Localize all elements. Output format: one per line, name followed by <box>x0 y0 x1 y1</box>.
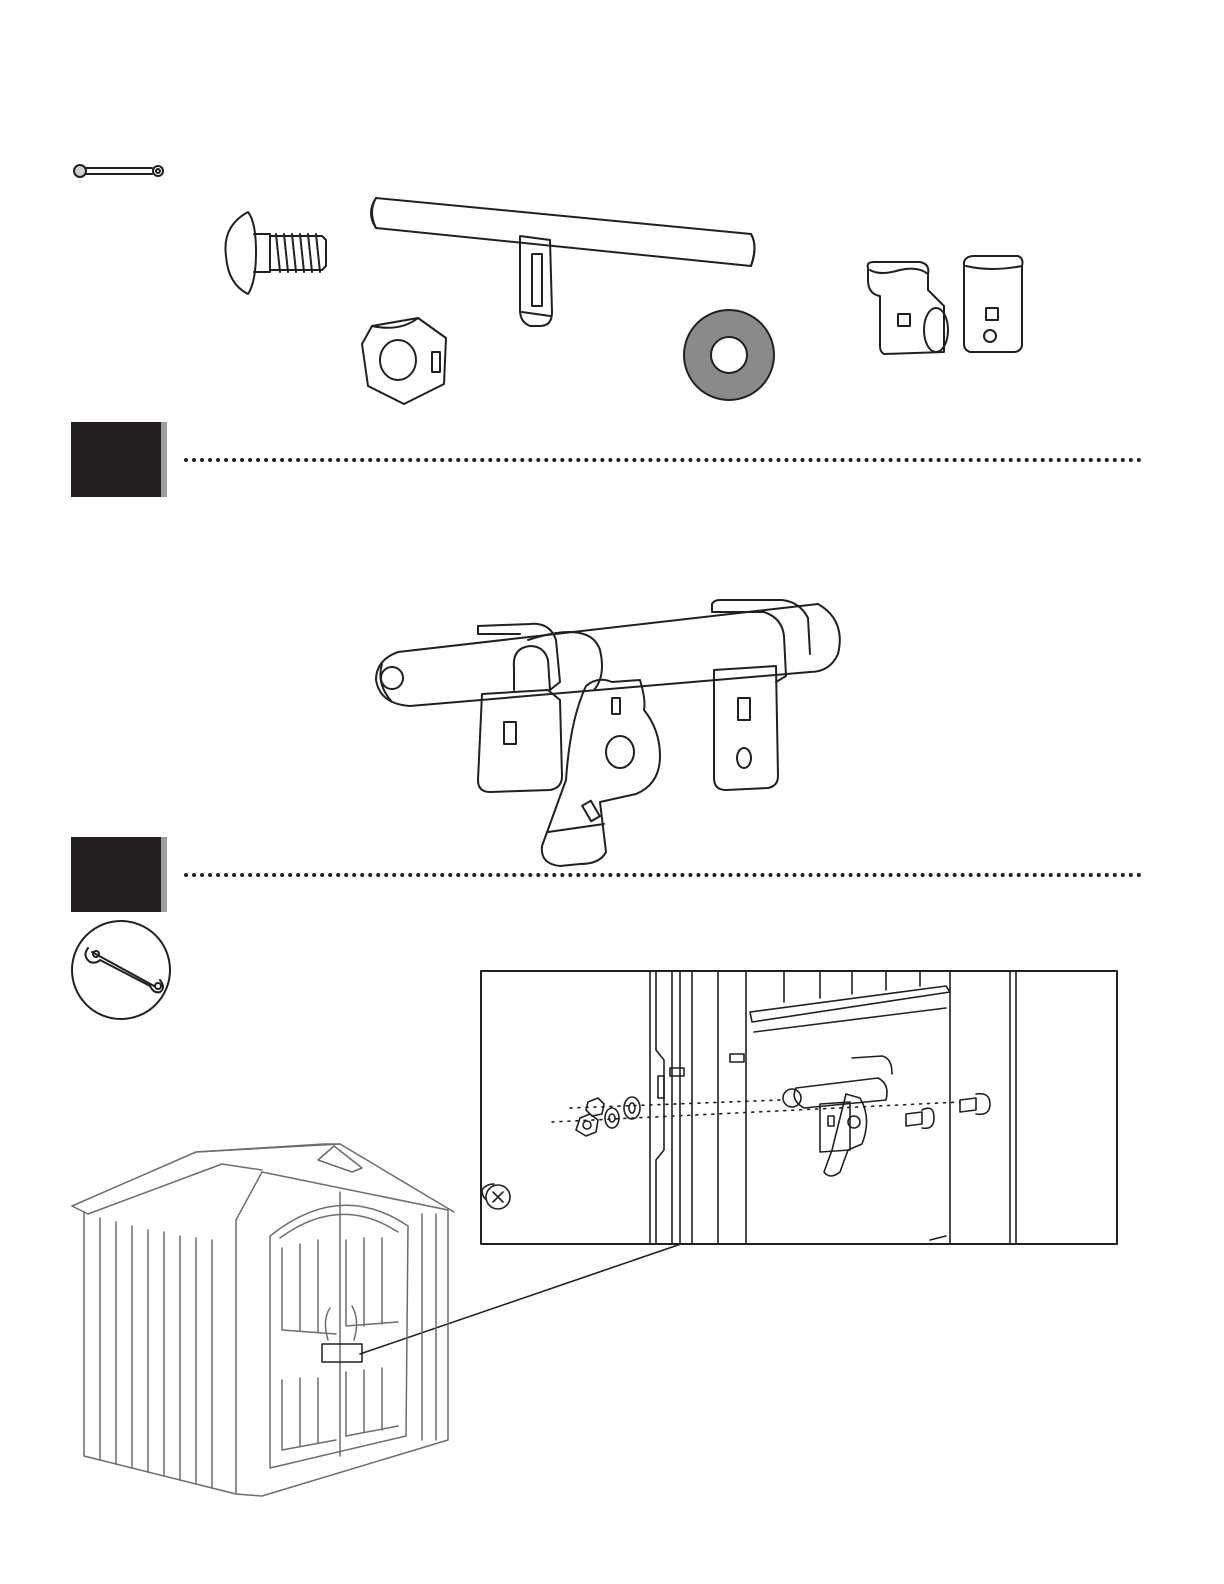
shed-illustration-icon <box>72 1144 454 1496</box>
hex-nut-icon <box>362 318 446 404</box>
latch-bracket-icon <box>868 256 1023 354</box>
door-frame-detail <box>482 971 1016 1244</box>
latch-install-detail <box>552 1056 990 1176</box>
assembled-latch-illustration <box>376 600 840 866</box>
wrench-tool-circle-icon <box>72 921 170 1019</box>
carriage-bolt-icon <box>225 212 326 294</box>
wrench-icon <box>74 165 163 177</box>
washer-icon <box>684 310 774 400</box>
latch-bar-icon <box>371 198 755 326</box>
detail-view-frame <box>481 971 1117 1244</box>
